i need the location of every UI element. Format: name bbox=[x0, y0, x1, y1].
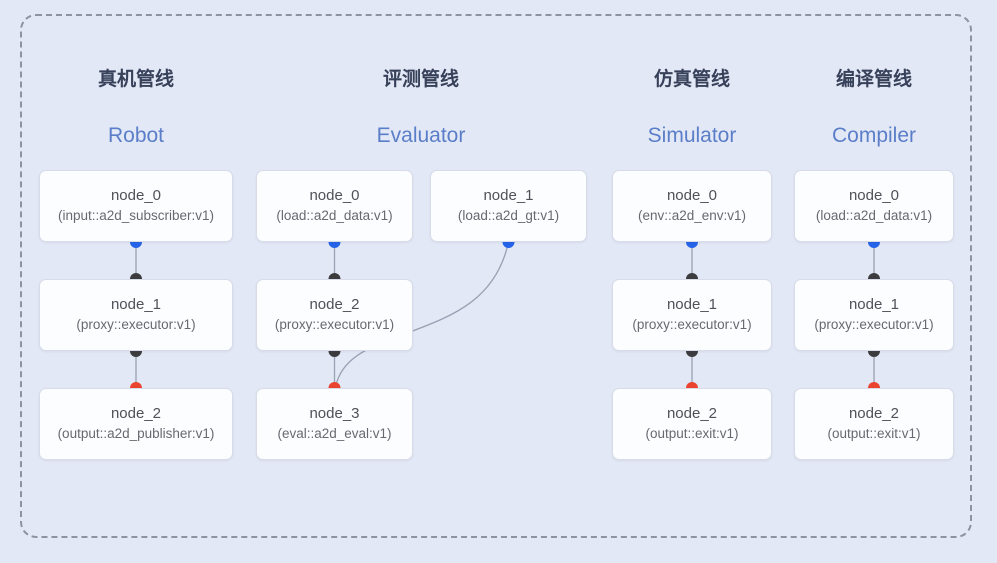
node-type: (output::a2d_publisher:v1) bbox=[57, 426, 215, 442]
node-type: (load::a2d_data:v1) bbox=[815, 208, 933, 224]
node-type: (proxy::executor:v1) bbox=[274, 317, 395, 333]
node-evaluator-2[interactable]: node_2 (proxy::executor:v1) bbox=[256, 279, 413, 351]
node-type: (proxy::executor:v1) bbox=[76, 317, 196, 333]
node-name: node_0 bbox=[309, 187, 360, 205]
header-en-robot: Robot bbox=[107, 124, 165, 147]
node-type: (input::a2d_subscriber:v1) bbox=[57, 208, 215, 224]
node-type: (output::exit:v1) bbox=[827, 426, 921, 442]
node-simulator-1[interactable]: node_1 (proxy::executor:v1) bbox=[612, 279, 772, 351]
node-name: node_1 bbox=[666, 296, 718, 314]
node-name: node_2 bbox=[309, 296, 360, 314]
header-zh-evaluator: 评测管线 bbox=[382, 69, 460, 90]
node-robot-2[interactable]: node_2 (output::a2d_publisher:v1) bbox=[39, 388, 233, 460]
header-en-simulator: Simulator bbox=[647, 124, 737, 147]
header-zh-simulator: 仿真管线 bbox=[653, 69, 731, 90]
header-en-evaluator: Evaluator bbox=[376, 124, 466, 147]
node-robot-1[interactable]: node_1 (proxy::executor:v1) bbox=[39, 279, 233, 351]
node-evaluator-0[interactable]: node_0 (load::a2d_data:v1) bbox=[256, 170, 413, 242]
header-zh-compiler: 编译管线 bbox=[835, 69, 913, 90]
node-name: node_0 bbox=[110, 187, 162, 205]
node-compiler-2[interactable]: node_2 (output::exit:v1) bbox=[794, 388, 954, 460]
node-compiler-1[interactable]: node_1 (proxy::executor:v1) bbox=[794, 279, 954, 351]
node-type: (proxy::executor:v1) bbox=[814, 317, 934, 333]
node-name: node_1 bbox=[110, 296, 162, 314]
node-type: (proxy::executor:v1) bbox=[632, 317, 752, 333]
node-simulator-2[interactable]: node_2 (output::exit:v1) bbox=[612, 388, 772, 460]
header-zh-robot: 真机管线 bbox=[97, 69, 175, 90]
node-type: (load::a2d_data:v1) bbox=[276, 208, 393, 224]
node-type: (load::a2d_gt:v1) bbox=[457, 208, 560, 224]
node-compiler-0[interactable]: node_0 (load::a2d_data:v1) bbox=[794, 170, 954, 242]
node-type: (eval::a2d_eval:v1) bbox=[277, 426, 392, 442]
header-en-compiler: Compiler bbox=[831, 124, 917, 147]
node-type: (output::exit:v1) bbox=[645, 426, 739, 442]
node-robot-0[interactable]: node_0 (input::a2d_subscriber:v1) bbox=[39, 170, 233, 242]
node-name: node_2 bbox=[848, 405, 900, 423]
node-name: node_1 bbox=[483, 187, 534, 205]
node-name: node_1 bbox=[848, 296, 900, 314]
node-name: node_2 bbox=[110, 405, 162, 423]
node-evaluator-1[interactable]: node_1 (load::a2d_gt:v1) bbox=[430, 170, 587, 242]
dashed-frame bbox=[20, 14, 972, 538]
node-name: node_3 bbox=[309, 405, 360, 423]
node-name: node_0 bbox=[848, 187, 900, 205]
node-name: node_0 bbox=[666, 187, 718, 205]
node-simulator-0[interactable]: node_0 (env::a2d_env:v1) bbox=[612, 170, 772, 242]
node-evaluator-3[interactable]: node_3 (eval::a2d_eval:v1) bbox=[256, 388, 413, 460]
node-name: node_2 bbox=[666, 405, 718, 423]
node-type: (env::a2d_env:v1) bbox=[637, 208, 747, 224]
